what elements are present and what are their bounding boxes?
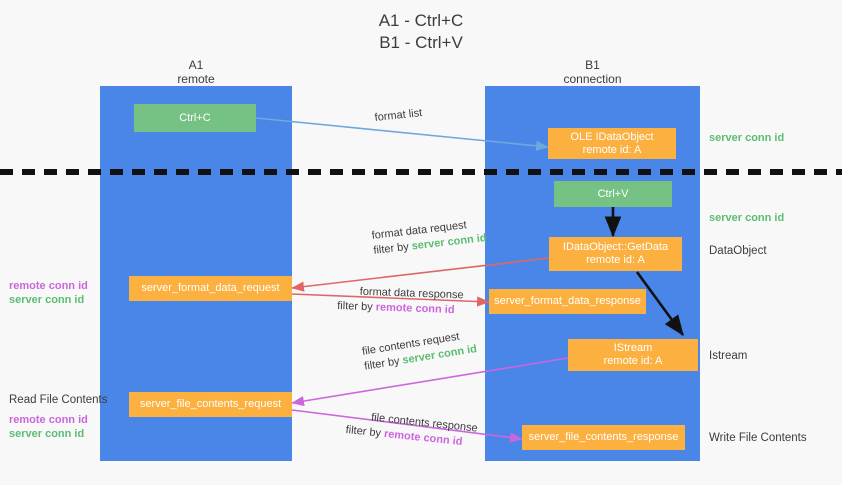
title-line-2: B1 - Ctrl+V <box>379 33 463 52</box>
box-idataobject-getdata[interactable]: IDataObject::GetData remote id: A <box>549 237 682 271</box>
box-server-file-contents-response[interactable]: server_file_contents_response <box>522 425 685 450</box>
box-ole-idataobject[interactable]: OLE IDataObject remote id: A <box>548 128 676 159</box>
annotation-dataobject-text: DataObject <box>709 245 767 257</box>
edge-label-format-data-response: format data response filter by remote co… <box>337 284 464 318</box>
edge-label-format-data-response-filter-prefix: filter by <box>337 299 376 314</box>
box-ctrl-c-label: Ctrl+C <box>179 111 211 124</box>
edge-label-format-data-request: format data request filter by server con… <box>371 216 487 259</box>
annotation-read-file-contents: Read File Contents <box>9 393 107 407</box>
edge-label-format-data-request-filter-prefix: filter by <box>372 240 413 257</box>
box-server-file-contents-request-label: server_file_contents_request <box>139 398 282 410</box>
lane-header-b1: B1 connection <box>485 58 700 86</box>
annotation-server-conn-id-second: server conn id <box>709 211 784 225</box>
annotation-left-server-conn-id-2: server conn id <box>9 428 85 440</box>
box-server-format-data-request[interactable]: server_format_data_request <box>129 276 292 301</box>
box-ole-idataobject-line1: OLE IDataObject <box>570 130 654 143</box>
box-server-format-data-response-label: server_format_data_response <box>494 295 641 307</box>
annotation-left-conn-ids-2: remote conn id server conn id <box>9 413 88 441</box>
box-server-file-contents-request[interactable]: server_file_contents_request <box>129 392 292 417</box>
edge-label-format-list-text: format list <box>374 107 423 124</box>
annotation-dataobject: DataObject <box>709 245 767 257</box>
annotation-left-remote-conn-id-1: remote conn id <box>9 280 88 292</box>
annotation-server-conn-id-second-text: server conn id <box>709 212 785 224</box>
annotation-read-file-contents-text: Read File Contents <box>9 394 108 406</box>
lane-header-b1-sub: connection <box>563 72 622 86</box>
title-line-1: A1 - Ctrl+C <box>378 11 464 30</box>
edge-label-file-contents-request: file contents request filter by server c… <box>361 327 478 374</box>
annotation-left-conn-ids-1: remote conn id server conn id <box>9 279 88 307</box>
edge-label-file-contents-response: file contents response filter by remote … <box>345 408 478 452</box>
annotation-left-remote-conn-id-2: remote conn id <box>9 414 88 426</box>
annotation-istream: Istream <box>709 350 747 362</box>
box-istream[interactable]: IStream remote id: A <box>568 339 698 371</box>
box-ctrl-c[interactable]: Ctrl+C <box>134 104 256 132</box>
box-server-file-contents-response-label: server_file_contents_response <box>528 431 679 443</box>
box-getdata-line2: remote id: A <box>586 254 645 266</box>
edge-label-format-data-response-filter-key: remote conn id <box>375 301 455 317</box>
box-ctrl-v[interactable]: Ctrl+V <box>554 181 672 207</box>
edge-label-format-data-response-text: format data response <box>359 285 464 302</box>
annotation-left-server-conn-id-1: server conn id <box>9 294 85 306</box>
lane-header-b1-name: B1 <box>585 58 600 72</box>
annotation-write-file-contents-text: Write File Contents <box>709 432 807 444</box>
box-ctrl-v-label: Ctrl+V <box>597 187 629 200</box>
lane-header-a1-sub: remote <box>177 72 215 86</box>
edge-label-file-contents-response-filter-prefix: filter by <box>345 423 385 440</box>
edge-label-format-list: format list <box>374 106 423 126</box>
box-istream-line1: IStream <box>613 342 653 354</box>
box-ole-idataobject-line2: remote id: A <box>582 143 642 156</box>
annotation-server-conn-id-top: server conn id <box>709 131 784 145</box>
box-server-format-data-response[interactable]: server_format_data_response <box>489 289 646 314</box>
lane-header-a1-name: A1 <box>188 58 204 72</box>
annotation-write-file-contents: Write File Contents <box>709 432 807 444</box>
box-server-format-data-request-label: server_format_data_request <box>141 282 280 294</box>
annotation-server-conn-id-top-text: server conn id <box>709 132 785 144</box>
box-getdata-line1: IDataObject::GetData <box>562 241 669 253</box>
lane-header-a1: A1 remote <box>100 58 292 86</box>
diagram-title: A1 - Ctrl+C B1 - Ctrl+V <box>0 10 842 54</box>
annotation-istream-text: Istream <box>709 350 748 362</box>
box-istream-line2: remote id: A <box>603 355 663 367</box>
